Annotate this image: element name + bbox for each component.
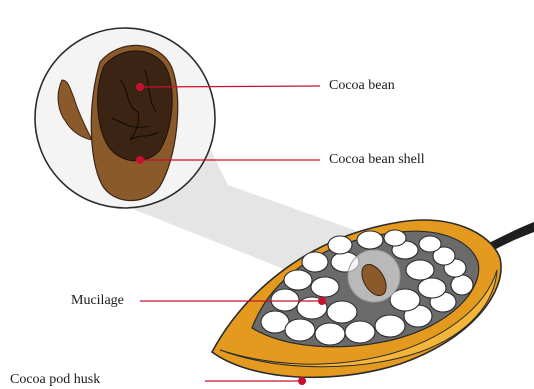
label-cocoa-bean: Cocoa bean [329,78,395,94]
pointer-dot-bean-shell [136,156,144,164]
label-cocoa-pod-husk: Cocoa pod husk [10,372,100,388]
label-mucilage: Mucilage [71,293,124,309]
pointer-dot-mucilage [318,297,326,305]
label-cocoa-bean-shell: Cocoa bean shell [329,152,425,168]
pointer-dot-husk [298,377,306,385]
pointer-dot-cocoa-bean [136,83,144,91]
cocoa-bean-body [98,51,173,161]
